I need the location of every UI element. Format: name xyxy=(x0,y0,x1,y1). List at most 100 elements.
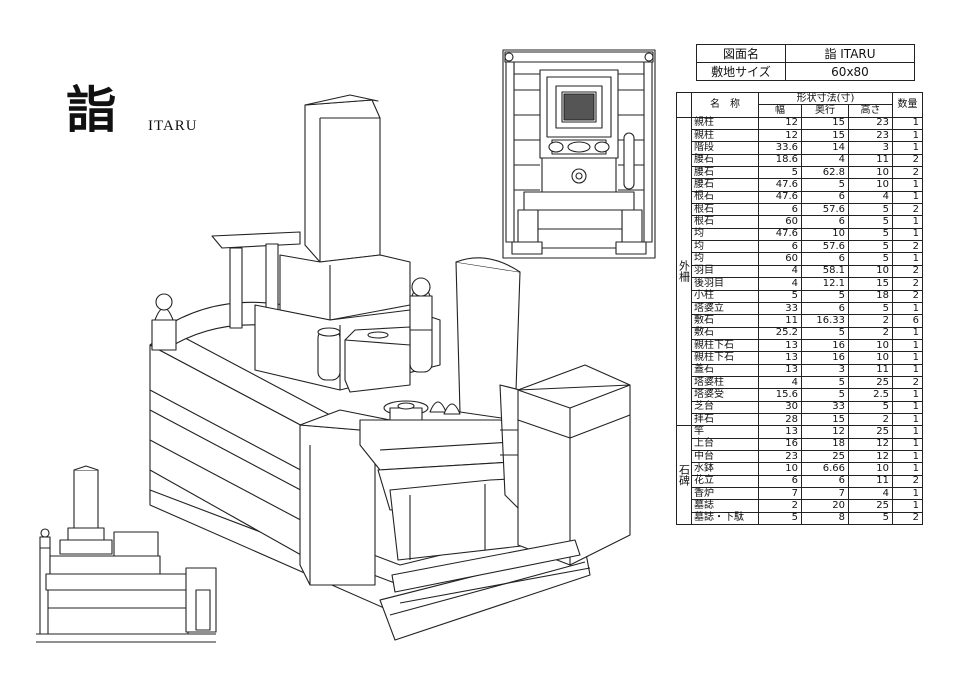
part-width: 6 xyxy=(758,474,802,489)
part-name: 小柱 xyxy=(691,289,759,303)
part-height: 11 xyxy=(848,363,893,377)
part-qty: 2 xyxy=(892,474,923,489)
part-depth: 4 xyxy=(801,153,849,168)
part-height: 25 xyxy=(848,425,893,439)
part-depth: 12 xyxy=(801,425,849,439)
part-name: 墓誌 xyxy=(691,499,759,513)
part-depth: 6 xyxy=(801,215,849,229)
header-row: 名 称 形状寸法(寸) 数量 xyxy=(676,91,923,118)
part-height: 18 xyxy=(848,289,893,303)
part-height: 10 xyxy=(848,351,893,365)
part-height: 5 xyxy=(848,227,893,242)
part-name: 香炉 xyxy=(691,486,759,501)
part-name: 塔婆受 xyxy=(691,388,759,402)
info-row: 図面名 詣 ITARU xyxy=(696,44,915,63)
part-depth: 6 xyxy=(801,301,849,316)
part-width: 10 xyxy=(758,462,802,476)
part-depth: 5 xyxy=(801,326,849,340)
part-width: 12 xyxy=(758,129,802,143)
part-qty: 1 xyxy=(892,412,923,427)
part-width: 33 xyxy=(758,301,802,316)
part-depth: 15 xyxy=(801,129,849,143)
part-qty: 2 xyxy=(892,511,923,526)
part-width: 5 xyxy=(758,511,802,526)
part-depth: 58.1 xyxy=(801,264,849,279)
col-height-header: 高さ xyxy=(848,104,893,118)
part-name: 塔婆柱 xyxy=(691,375,759,390)
part-name: 羽目 xyxy=(691,264,759,279)
part-qty: 1 xyxy=(892,178,923,192)
part-depth: 10 xyxy=(801,227,849,242)
part-height: 11 xyxy=(848,153,893,168)
part-height: 5 xyxy=(848,511,893,526)
part-width: 30 xyxy=(758,400,802,414)
part-depth: 6 xyxy=(801,190,849,205)
part-height: 25 xyxy=(848,375,893,390)
part-depth: 6 xyxy=(801,474,849,489)
part-width: 15.6 xyxy=(758,388,802,402)
part-width: 5 xyxy=(758,289,802,303)
col-name-header: 名 称 xyxy=(691,92,759,118)
col-width-header: 幅 xyxy=(758,104,802,118)
part-height: 4 xyxy=(848,190,893,205)
plan-view xyxy=(502,49,656,259)
part-width: 4 xyxy=(758,375,802,390)
part-height: 5 xyxy=(848,215,893,229)
part-height: 2 xyxy=(848,412,893,427)
part-width: 4 xyxy=(758,264,802,279)
part-qty: 2 xyxy=(892,153,923,168)
part-height: 4 xyxy=(848,486,893,501)
part-qty: 1 xyxy=(892,141,923,155)
part-name: 上台 xyxy=(691,437,759,451)
part-qty: 1 xyxy=(892,116,923,131)
part-qty: 1 xyxy=(892,215,923,229)
part-width: 13 xyxy=(758,351,802,365)
part-depth: 14 xyxy=(801,141,849,155)
part-height: 3 xyxy=(848,141,893,155)
part-depth: 5 xyxy=(801,375,849,390)
part-height: 10 xyxy=(848,338,893,353)
part-depth: 16.33 xyxy=(801,314,849,328)
part-depth: 33 xyxy=(801,400,849,414)
info-row: 敷地サイズ 60x80 xyxy=(696,62,915,81)
part-name: 芝台 xyxy=(691,400,759,414)
part-qty: 1 xyxy=(892,227,923,242)
side-view xyxy=(36,465,217,643)
part-name: 根石 xyxy=(691,190,759,205)
part-name: 親柱 xyxy=(691,129,759,143)
group-label-text: 石碑 xyxy=(677,464,691,487)
part-depth: 6.66 xyxy=(801,462,849,476)
part-width: 60 xyxy=(758,215,802,229)
info-label: 敷地サイズ xyxy=(696,62,786,81)
part-width: 47.6 xyxy=(758,178,802,192)
part-width: 28 xyxy=(758,412,802,427)
info-value: 詣 ITARU xyxy=(785,44,915,63)
part-width: 33.6 xyxy=(758,141,802,155)
header-row: 幅 奥行 高さ xyxy=(677,104,923,118)
col-qty-header: 数量 xyxy=(892,92,923,118)
part-width: 6 xyxy=(758,240,802,254)
part-qty: 1 xyxy=(892,338,923,353)
part-qty: 6 xyxy=(892,314,923,328)
part-qty: 1 xyxy=(892,462,923,476)
part-qty: 2 xyxy=(892,203,923,217)
part-width: 13 xyxy=(758,338,802,353)
part-qty: 2 xyxy=(892,277,923,291)
part-depth: 15 xyxy=(801,412,849,427)
